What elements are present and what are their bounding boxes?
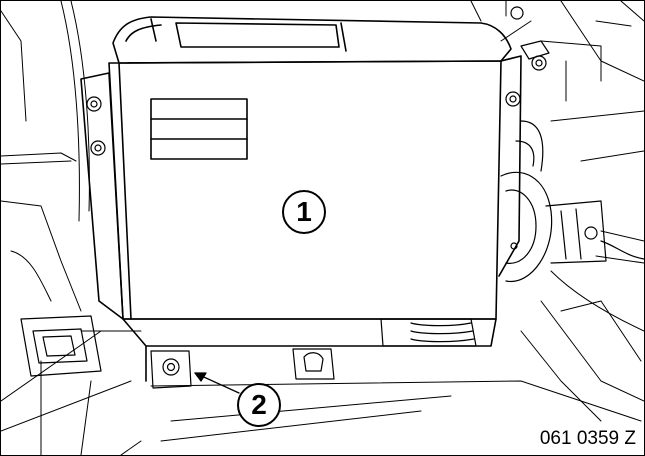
bottom-bracket-bolt xyxy=(150,350,192,389)
callout-2: 2 xyxy=(237,383,281,427)
mounting-bolts xyxy=(86,6,550,156)
clip-part xyxy=(292,348,335,380)
control-unit-body xyxy=(80,16,522,382)
floor-recess xyxy=(20,315,102,377)
figure-code: 061 0359 Z xyxy=(539,428,636,449)
callout-1: 1 xyxy=(282,190,326,234)
leader-arrow-2 xyxy=(194,372,240,394)
wiring-harness xyxy=(380,318,477,347)
connector-assembly xyxy=(500,120,644,282)
